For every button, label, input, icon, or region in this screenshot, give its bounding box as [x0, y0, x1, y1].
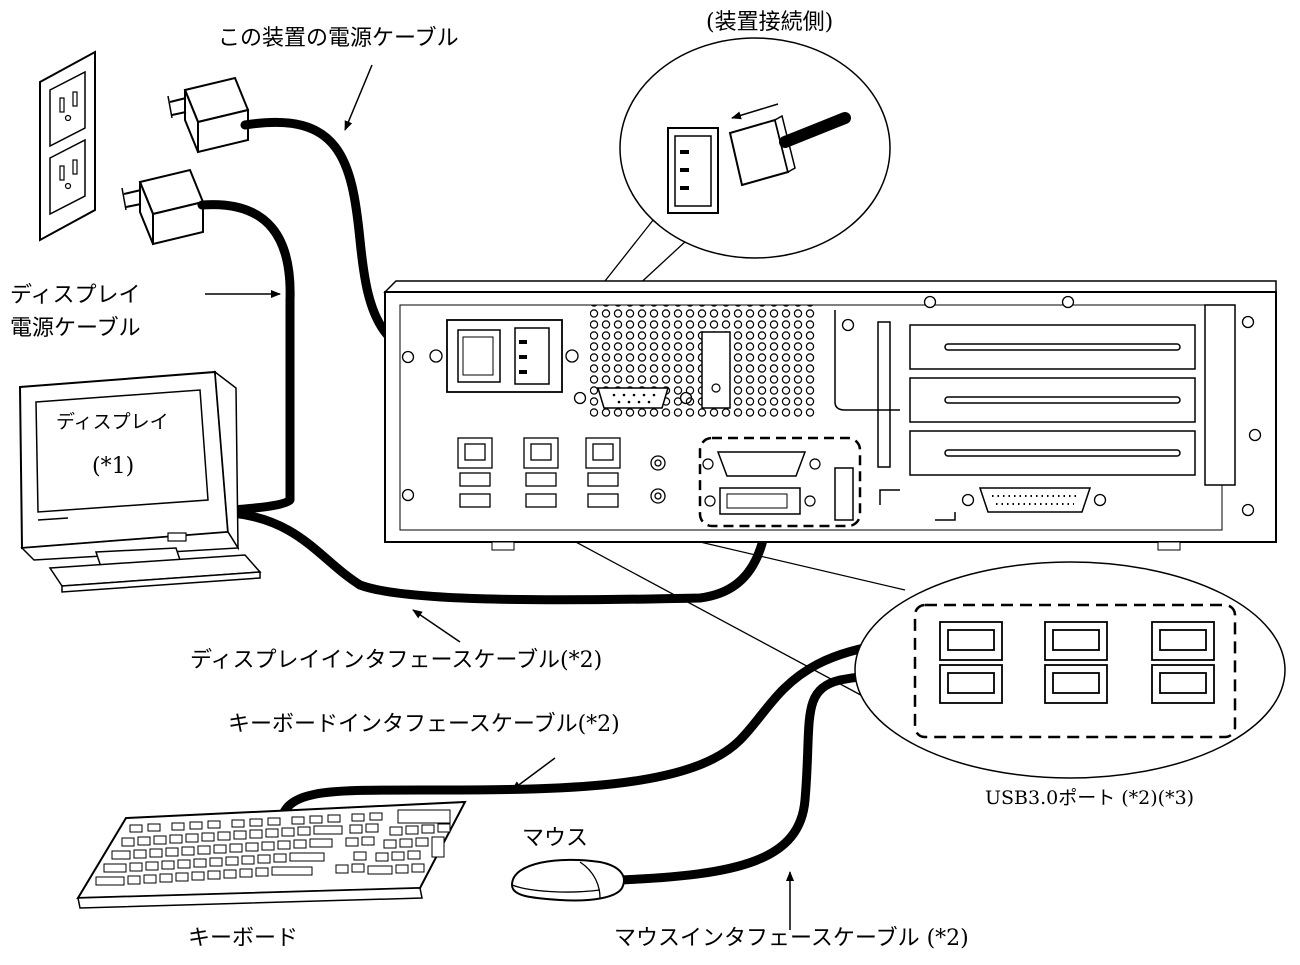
mouse-label: マウス	[522, 826, 588, 851]
displayport	[835, 468, 853, 520]
usb-ports-label: USB3.0ポート (*2)(*3)	[985, 788, 1194, 810]
keyboard-label: キーボード	[188, 926, 298, 951]
keyboard-device	[78, 802, 465, 908]
power-inlet-module	[430, 320, 578, 392]
device-power-cable-label: この装置の電源ケーブル	[218, 26, 459, 51]
mouse-interface-cable-label: マウスインタフェースケーブル (*2)	[614, 926, 969, 951]
display-power-plug	[122, 170, 203, 244]
inlet-zoom-circle	[620, 38, 890, 258]
display-note-label: (*1)	[92, 454, 134, 479]
parallel-port	[980, 488, 1090, 512]
display-power-cable-label-line2: 電源ケーブル	[10, 316, 141, 341]
wall-outlet	[40, 52, 95, 240]
mouse-device	[512, 860, 624, 901]
server-rear-panel	[385, 281, 1276, 550]
lan-ports	[458, 438, 620, 468]
serial-port-top	[598, 388, 668, 408]
keyboard-interface-cable-label: キーボードインタフェースケーブル(*2)	[228, 712, 620, 737]
device-power-plug	[168, 78, 248, 152]
device-side-label: (装置接続側)	[706, 10, 833, 35]
display-screen-label: ディスプレイ	[56, 412, 169, 434]
dvi-port	[705, 488, 815, 514]
display-interface-cable-label: ディスプレイインタフェースケーブル(*2)	[190, 648, 602, 673]
display-monitor	[20, 372, 260, 592]
display-power-cable-label-line1: ディスプレイ	[10, 283, 140, 308]
usb-zoom-ellipse	[855, 562, 1285, 778]
